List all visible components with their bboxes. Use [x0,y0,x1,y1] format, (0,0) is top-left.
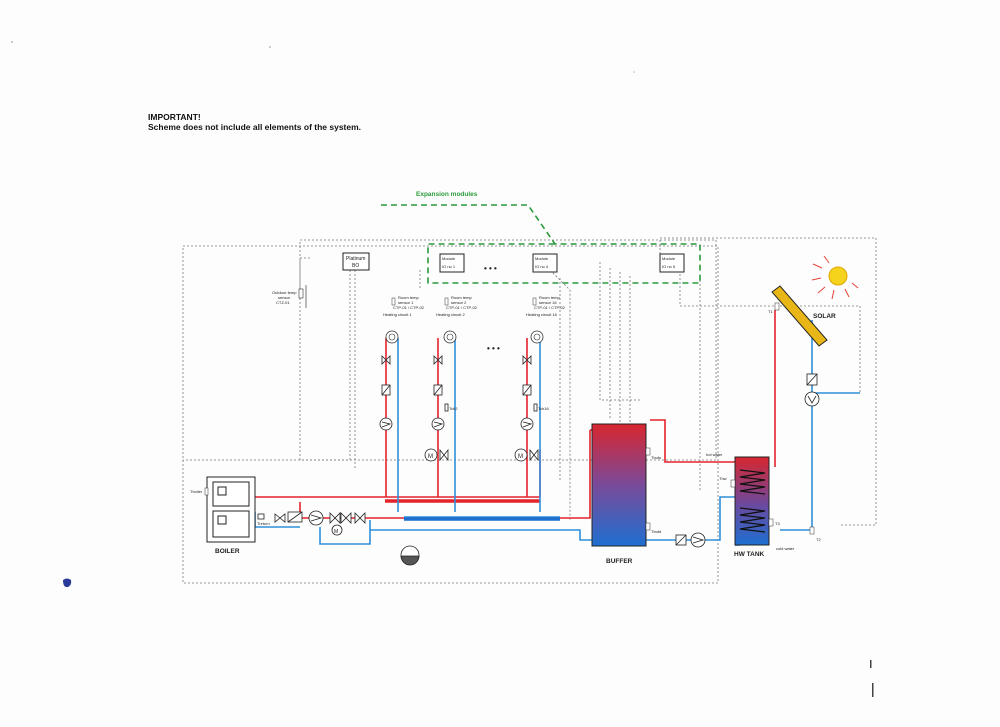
buffer-pump-group [675,532,706,548]
hw-coil-lower [739,507,766,533]
note-subtitle: Scheme does not include all elements of … [148,122,362,132]
hw-tank-label: HW TANK [734,551,765,558]
outdoor-sensor-line3: CTZ-01 [276,300,290,305]
tbufd-sensor [645,522,651,531]
svg-text:M: M [518,454,523,460]
solar-pump-group [804,373,820,407]
tboiler-sensor [204,487,209,496]
circuit-16-components: M [514,355,539,462]
circuit-1-components [379,355,393,431]
room-sensor-1-l2: sensor 1 [398,300,414,305]
solar-label: SOLAR [813,313,836,320]
controller-line2: BO [352,263,359,269]
room-sensor-16-l2: sensor 16 [539,300,557,305]
tch2-label: Tch2 [449,406,458,411]
room-sensor-2-l3: CTP-01 / CTP-02 [446,305,478,310]
tboiler-label: Tboiler [190,489,203,494]
circuit-2-components: M [424,355,449,462]
module-io-1: Module IO no 1 [439,253,465,273]
room-sensor-1-l1: Room temp [398,295,419,300]
room-sensor-16: Room temp sensor 16 CTP-01 / CTP-02 Heat… [526,295,566,317]
thw-sensor [730,479,736,488]
outdoor-sensor-line2: sensor [278,295,291,300]
outdoor-temp-sensor: Outdoor temp sensor CTZ-01 [272,285,307,308]
t1-label: T1 [768,309,773,314]
room-sensor-2-l2: sensor 2 [451,300,467,305]
thw-label: Thw [719,476,727,481]
room-sensor-2: Room temp sensor 2 CTP-01 / CTP-02 Heati… [436,295,478,317]
module-4-name: Module [535,256,549,261]
modules-ellipsis: • • • [484,264,497,273]
t2-sensor [809,526,815,535]
radiator-2 [443,330,457,344]
treturn-label: Treturn [257,521,270,526]
t1-sensor [774,302,780,311]
room-sensor-2-l1: Room temp [451,295,472,300]
ink-blot [63,578,72,588]
cold-water-label: cold water [776,546,795,551]
module-1-name: Module [442,256,456,261]
room-sensor-16-l1: Room temp [539,295,560,300]
boiler-label: BOILER [215,548,240,555]
svg-text:M: M [428,454,433,460]
t3-sensor [768,518,774,527]
outdoor-sensor-line1: Outdoor temp [272,290,297,295]
tbufd-label: Tbufd [651,529,661,534]
heating-circuit-16-label: Heating circuit 16 [526,312,558,317]
tbufu-sensor [645,447,651,456]
tch16-label: Tch16 [538,406,549,411]
control-wiring [182,237,877,584]
module-4-id: IO no 4 [535,264,549,269]
note-title: IMPORTANT! [148,112,201,122]
room-sensor-1-l3: CTP-01 / CTP-02 [393,305,425,310]
svg-text:M: M [334,529,338,535]
circuits-ellipsis: • • • [487,344,500,353]
module-5-id: IO no 5 [662,264,676,269]
solar-collector [771,285,828,347]
module-io-4: Module IO no 4 [532,253,558,273]
room-sensor-16-l3: CTP-01 / CTP-02 [534,305,566,310]
hot-water-label: hot water [706,452,723,457]
platinum-controller: Platinum BO [342,252,370,271]
module-1-id: IO no 1 [442,264,456,269]
radiator-16 [530,330,544,344]
module-io-5: Module IO no 5 [659,253,685,273]
cold-pipes [254,320,860,560]
module-5-name: Module [662,256,676,261]
heating-circuit-2-label: Heating circuit 2 [436,312,465,317]
expansion-modules-label: Expansion modules [416,191,478,198]
room-sensor-1: Room temp sensor 1 CTP-01 / CTP-02 Heati… [383,295,425,317]
boiler-loop-components: M [257,510,366,536]
edge-shadow [870,660,874,697]
t3-label: T3 [775,521,780,526]
important-note: IMPORTANT! Scheme does not include all e… [148,112,361,132]
buffer-tank [591,423,647,547]
expansion-vessel [400,545,420,566]
hot-pipes [255,310,776,519]
expansion-modules-outline [381,204,701,284]
hw-coil-upper [739,469,766,495]
controller-line1: Platinum [346,256,365,262]
scan-marks [11,41,635,73]
t2-label: T2 [816,537,821,542]
buffer-label: BUFFER [606,558,633,565]
heating-circuit-1-label: Heating circuit 1 [383,312,412,317]
radiator-1 [385,330,399,344]
boiler [206,476,256,543]
tbufu-label: Tbufu [651,455,661,460]
sun-icon [811,255,859,300]
